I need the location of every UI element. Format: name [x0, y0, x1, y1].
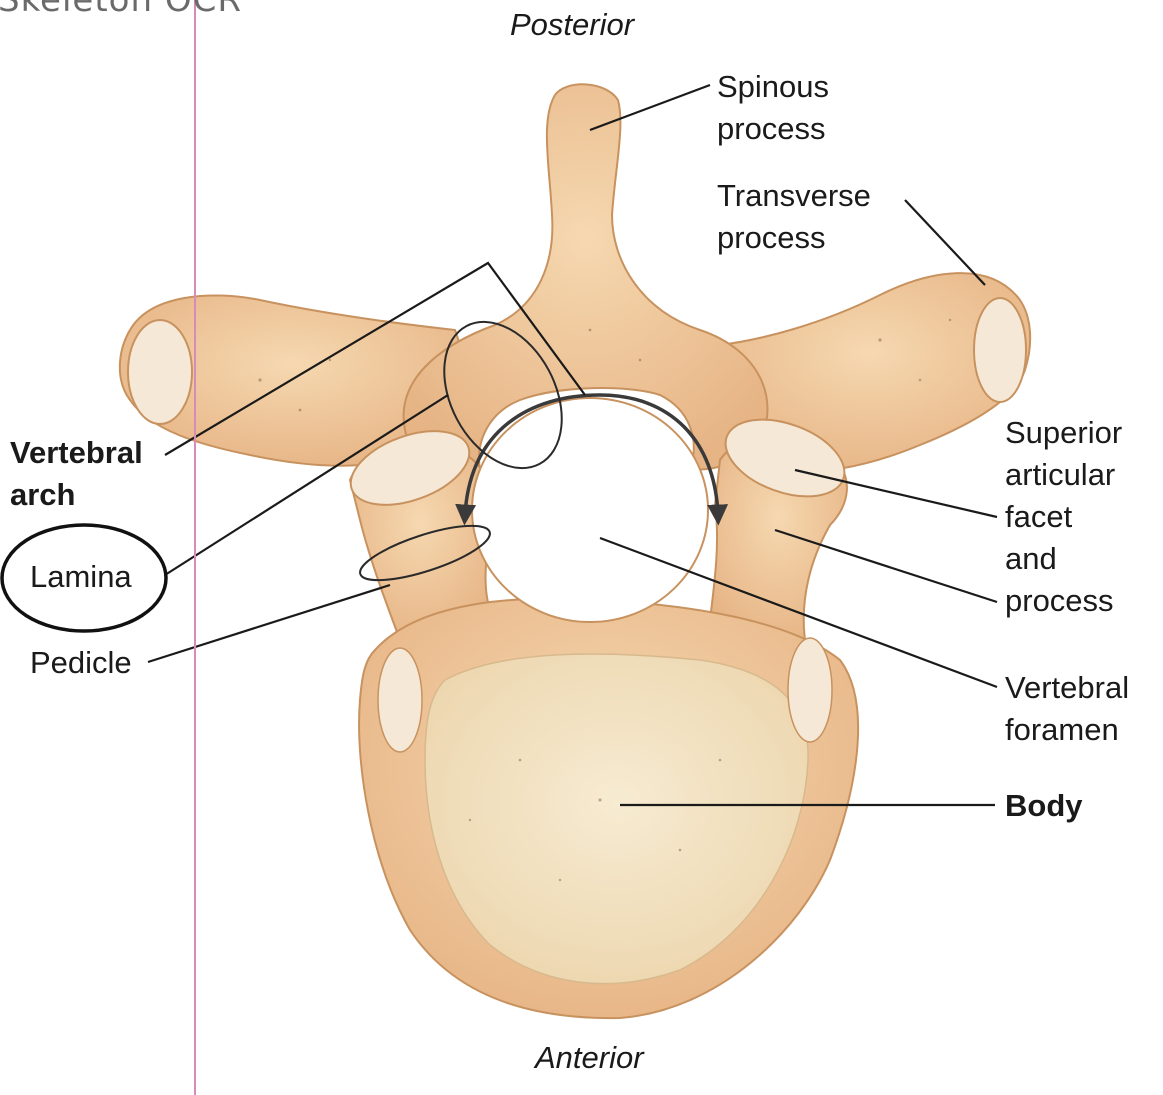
- left-transverse-tip: [127, 319, 193, 425]
- lamina-leader: [164, 394, 449, 576]
- right-transverse-tip: [973, 297, 1027, 403]
- body-label: Body: [1005, 788, 1083, 823]
- cropped-header-title: Skeleton OCR: [0, 0, 242, 20]
- left-superior-facet: [349, 430, 471, 506]
- pedicle-leader: [147, 583, 391, 664]
- right-superior-facet: [724, 418, 846, 498]
- spinous-process-label: Spinous process: [717, 69, 830, 146]
- vertebral-foramen-opening: [471, 397, 709, 623]
- vertebral-arch-label: Vertebral arch: [10, 435, 143, 512]
- posterior-label: Posterior: [510, 7, 635, 42]
- spinous-leader: [589, 83, 711, 132]
- vertebral-body-core: [424, 653, 809, 985]
- bone-speckles: [258, 318, 952, 882]
- leader-lines: [147, 83, 998, 807]
- transverse-process-label: Transverse process: [717, 178, 871, 255]
- vertebral-arch-bracket: [164, 261, 586, 456]
- foramen-leader: [599, 536, 998, 689]
- margin-rule: [194, 0, 196, 1095]
- spinous-and-arch: [402, 83, 769, 472]
- vertebral-foramen-label: Vertebral foramen: [1005, 670, 1130, 747]
- superior-articular-label: Superior articular facet and process: [1005, 415, 1123, 618]
- pedicle-loop: [359, 524, 491, 582]
- lamina-loop: [443, 320, 563, 470]
- pedicle-label: Pedicle: [30, 645, 132, 680]
- transverse-leader: [904, 199, 986, 286]
- lamina-label: Lamina: [30, 559, 132, 594]
- body-right-facet: [787, 637, 833, 743]
- foramen-curved-arrow: [455, 393, 729, 526]
- superior-process-leader: [774, 528, 998, 604]
- lamina-circle-annotation: [0, 523, 168, 633]
- superior-facet-leader: [794, 468, 998, 519]
- body-left-facet: [377, 647, 423, 753]
- anterior-label: Anterior: [535, 1040, 644, 1075]
